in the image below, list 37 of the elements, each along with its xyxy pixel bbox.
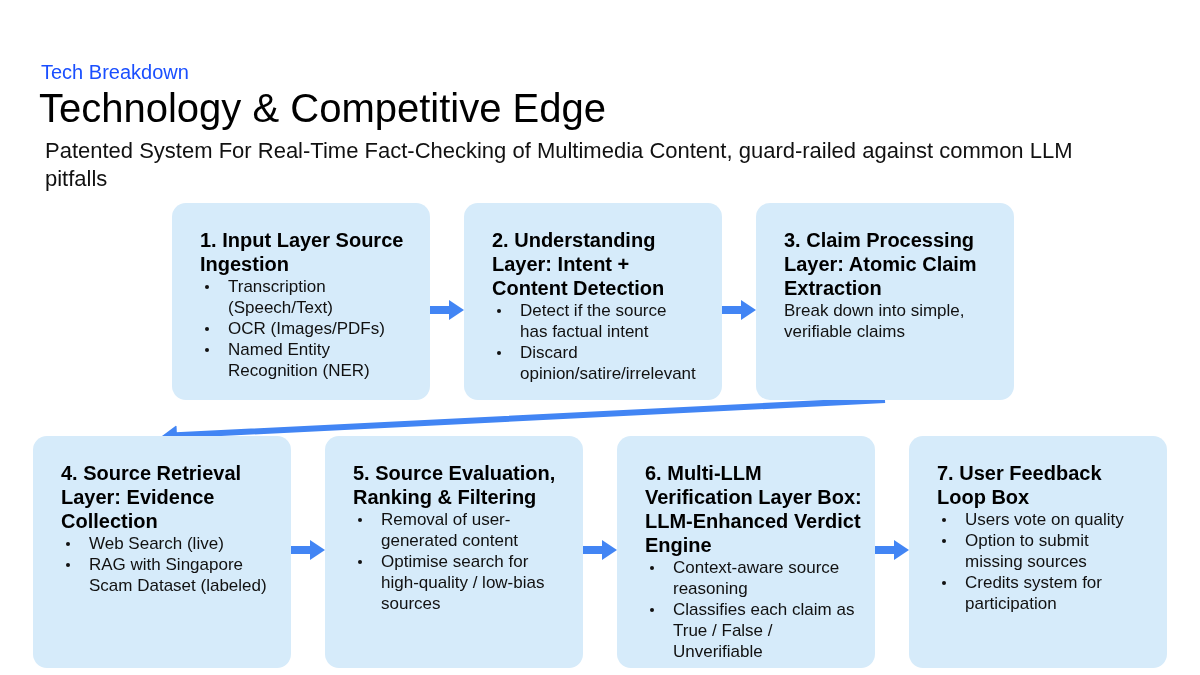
process-box: [325, 436, 583, 668]
arrow: [291, 540, 325, 560]
bullet-text: Detect if the source has factual intent: [520, 300, 668, 342]
bullet-text: Context-aware source reasoning: [673, 557, 841, 599]
description-text: Break down into simple, verifiable claims: [784, 300, 966, 342]
bullet-text: Named Entity Recognition (NER): [228, 339, 371, 381]
bullet-text: Web Search (live): [89, 533, 225, 554]
process-box: [617, 436, 875, 668]
process-box: [464, 203, 722, 400]
step-title: 7. User Feedback Loop Box: [937, 461, 1103, 509]
page-title: Technology & Competitive Edge: [39, 88, 606, 128]
arrow: [875, 540, 909, 560]
step-title: 2. Understanding Layer: Intent + Content Detection: [492, 228, 666, 300]
bullet-text: Removal of user-generated content: [381, 509, 520, 551]
process-box: [756, 203, 1014, 400]
step-title: 6. Multi-LLM Verification Layer Box: LLM-Enhanced Verdict Engine: [645, 461, 863, 557]
arrow: [583, 540, 617, 560]
step-title: 4. Source Retrieval Layer: Evidence Collection: [61, 461, 243, 533]
bullet-text: RAG with Singapore Scam Dataset (labeled): [89, 554, 268, 596]
bullet-text: Transcription (Speech/Text): [228, 276, 334, 318]
subtitle: Patented System For Real-Time Fact-Checking of Multimedia Content, guard-railed against common LLM pitfalls: [45, 137, 1074, 193]
step-title: 3. Claim Processing Layer: Atomic Claim Extraction: [784, 228, 978, 300]
arrow: [430, 300, 464, 320]
bullet-text: Option to submit missing sources: [965, 530, 1090, 572]
process-box: [33, 436, 291, 668]
step-title: 1. Input Layer Source Ingestion: [200, 228, 405, 276]
step-title: 5. Source Evaluation, Ranking & Filtering: [353, 461, 557, 509]
bullet-text: Discard opinion/satire/irrelevant: [520, 342, 697, 384]
arrow: [722, 300, 756, 320]
bullet-text: OCR (Images/PDFs): [228, 318, 386, 339]
bullet-text: Optimise search for high-quality / low-bias sources: [381, 551, 546, 614]
section-label: Tech Breakdown: [41, 62, 189, 82]
process-box: [172, 203, 430, 400]
process-box: [909, 436, 1167, 668]
bullet-text: Classifies each claim as True / False / Unverifiable: [673, 599, 856, 662]
bullet-text: Credits system for participation: [965, 572, 1103, 614]
bullet-text: Users vote on quality: [965, 509, 1125, 530]
